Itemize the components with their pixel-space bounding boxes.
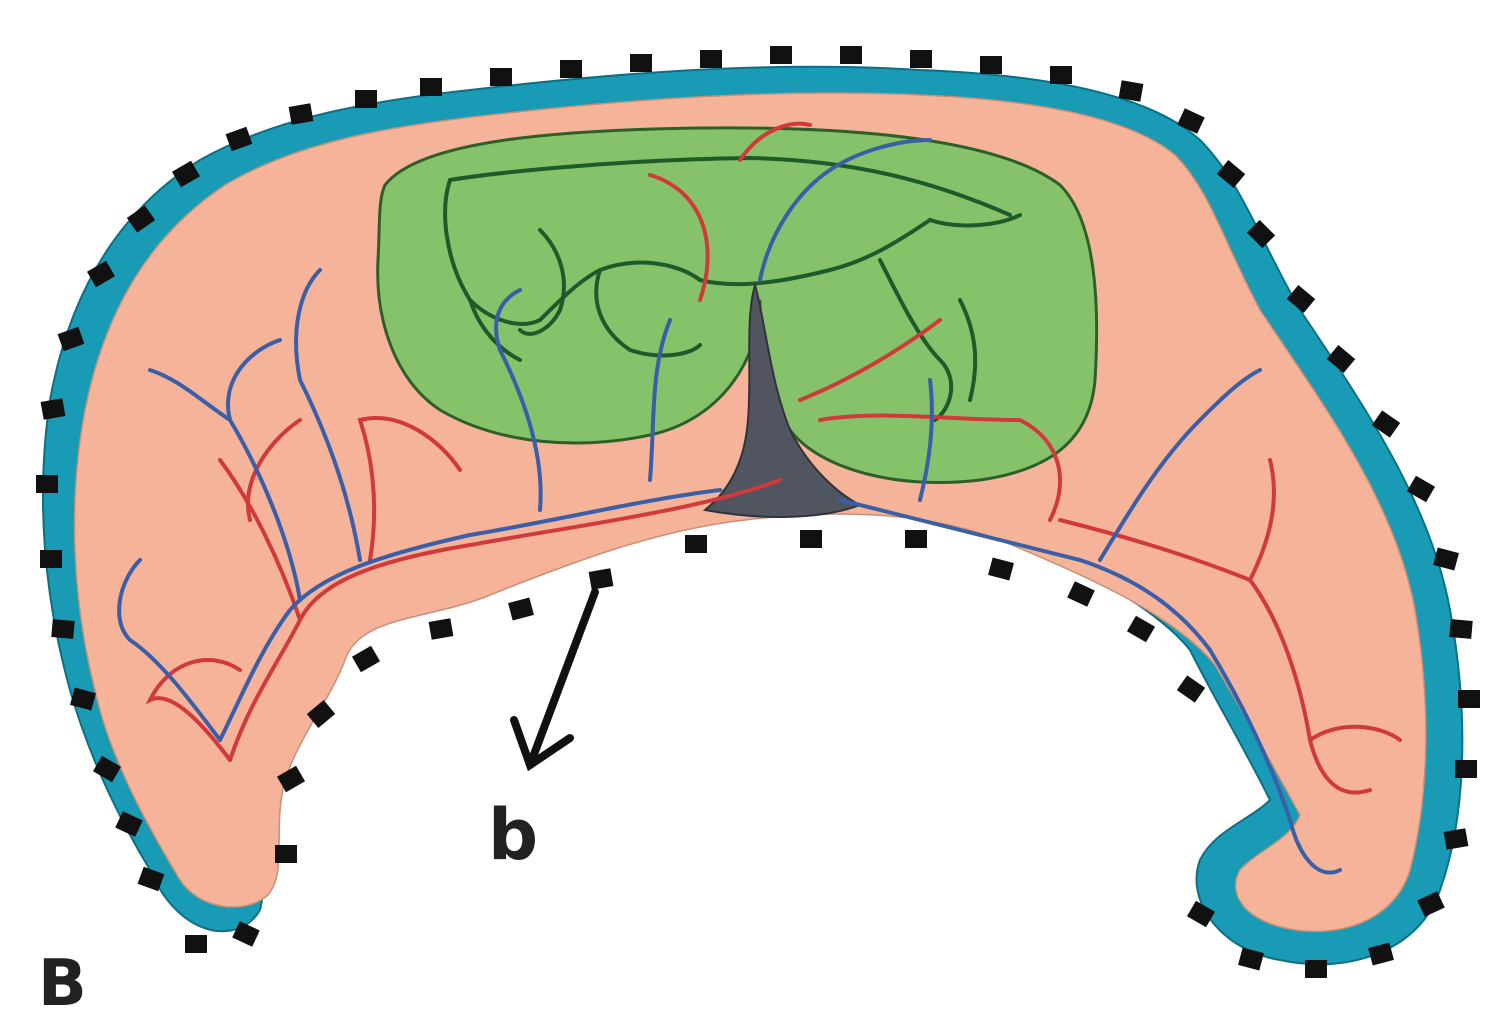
callout-arrow	[514, 592, 595, 765]
callout-label-b: b	[488, 800, 538, 870]
panel-label: B	[38, 952, 87, 1016]
